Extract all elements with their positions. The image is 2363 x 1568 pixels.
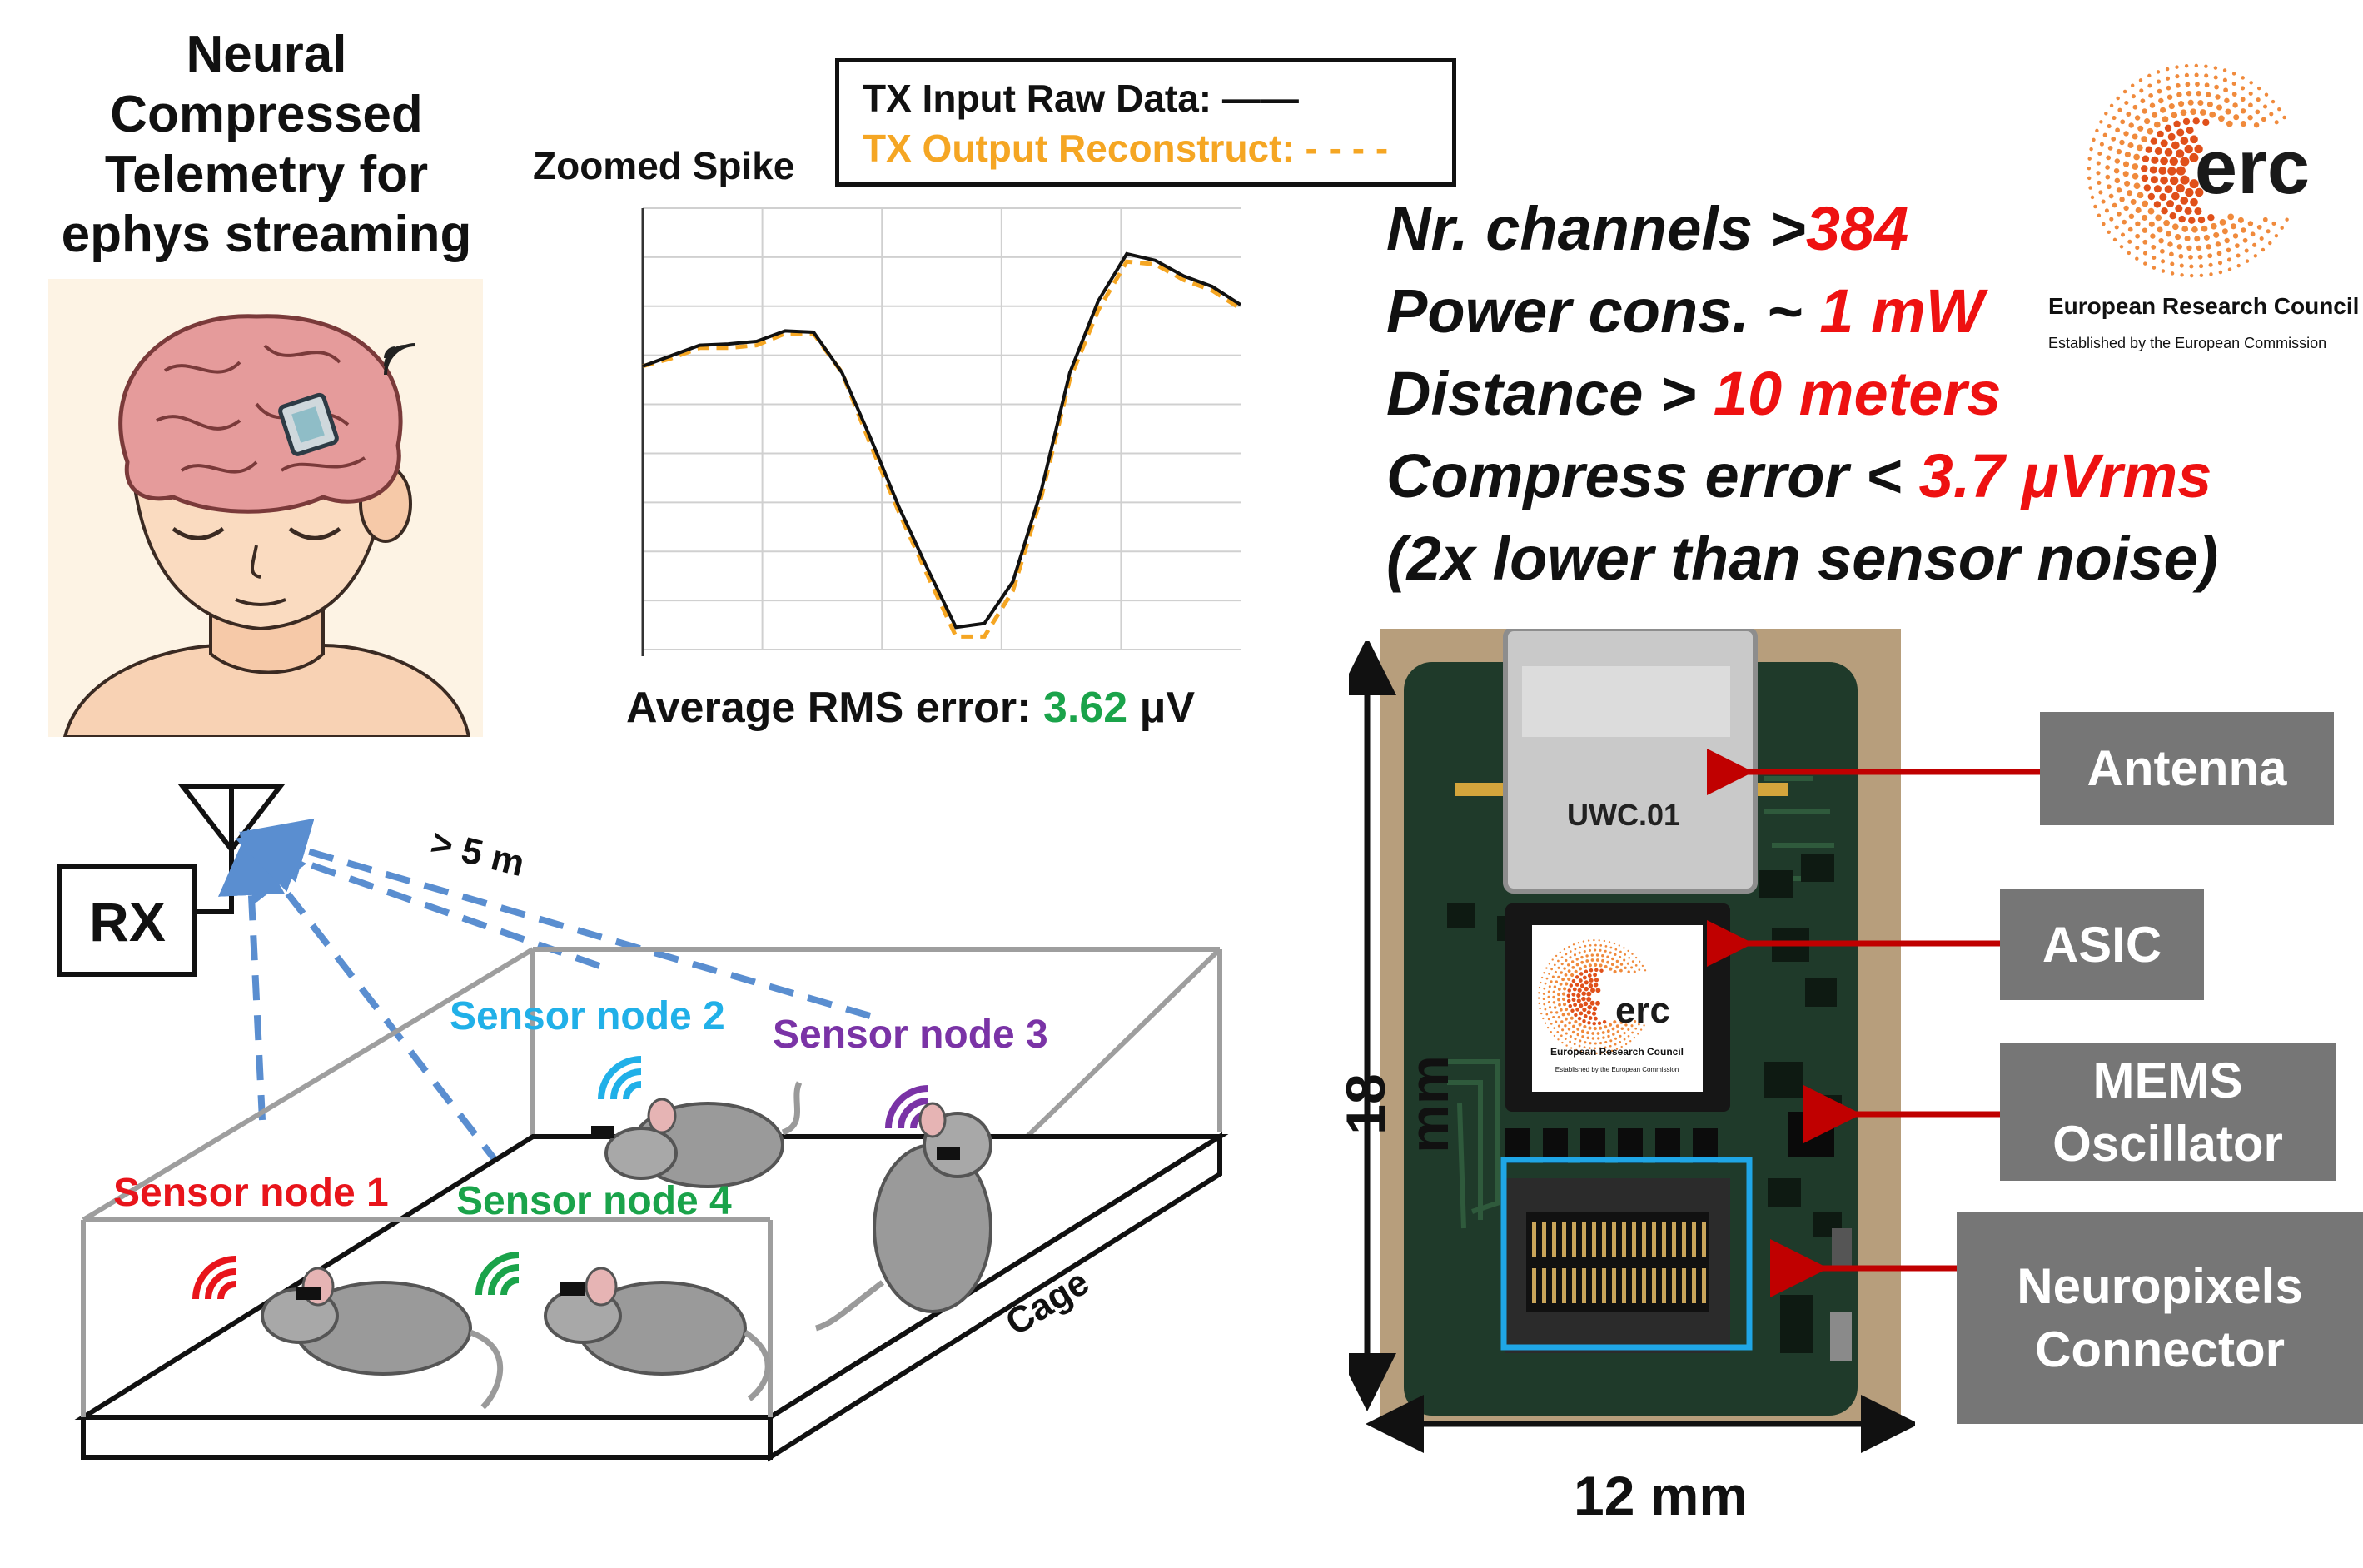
neuropixels-label-line2: Connector [2035,1321,2285,1377]
link-node-3 [241,818,872,1019]
antenna-chip-text: UWC.01 [1567,798,1680,832]
asic-logo-text: erc [1615,990,1670,1031]
height-label: 18 mm [1335,1055,1460,1153]
cage-front [81,1217,773,1417]
rx-box [57,864,197,977]
mouse-1-icon [261,1267,504,1410]
neuropixels-label: Neuropixels Connector [1957,1212,2363,1424]
node-4-wave-icon [475,1252,520,1296]
title-line-2: Compressed [110,86,423,143]
asic-label: ASIC [2000,889,2204,1000]
spec-power: Power cons. ~ 1 mW [1386,276,1984,346]
chart-title: Zoomed Spike [533,144,795,187]
spec-channels: Nr. channels >384 [1386,194,1909,263]
chart-legend: TX Input Raw Data: —— TX Output Reconstr… [835,58,1456,187]
rms-unit: μV [1139,684,1196,732]
legend-raw: TX Input Raw Data: —— [863,77,1299,120]
erc-logo-text: erc [2195,125,2310,210]
mouse-2-icon [591,1081,803,1188]
brain-icon [118,314,403,514]
spec-distance: Distance > 10 meters [1386,359,2002,428]
series-reconstruct-line [642,259,1242,639]
rms-value: 3.62 [1042,684,1128,732]
link-node-2 [235,829,601,969]
erc-subtitle: Established by the European Commission [2048,335,2327,351]
rms-error-text: Average RMS error: 3.62 μV [626,683,1195,733]
asic-logo-name: European Research Council [1550,1046,1684,1058]
title-line-3: Telemetry for [104,146,429,203]
antenna-label: Antenna [2040,712,2334,825]
legend-reconstruct: TX Output Reconstruct: - - - - [863,127,1389,170]
title-line-4: ephys streaming [61,206,472,263]
mouse-4-icon [544,1267,771,1401]
spec-compress-error: Compress error < 3.7 μVrms [1386,441,2212,510]
erc-name: European Research Council [2048,293,2360,319]
title-line-1: Neural [186,26,347,83]
mems-label: MEMS Oscillator [2000,1043,2336,1181]
asic-logo-sub: Established by the European Commission [1555,1066,1679,1073]
dimension-arrows [1349,641,1915,1453]
connector-highlight-box [1500,1157,1753,1351]
erc-logo: erc [2087,63,2310,278]
mems-label-line1: MEMS [2092,1052,2243,1108]
pcb-board-photo: UWC.01 erc European Research Council Est… [1380,629,1901,1421]
spike-chart [641,207,1242,656]
sensor-node-3-label: Sensor node 3 [773,1013,1048,1057]
series-raw-line [642,251,1242,630]
rx-label: RX [89,891,166,953]
page-title: Neural Compressed Telemetry for ephys st… [17,25,516,265]
width-label: 12 mm [1574,1465,1749,1526]
head-illustration [48,279,483,737]
sensor-node-4-label: Sensor node 4 [456,1179,732,1223]
mems-label-line2: Oscillator [2052,1115,2283,1172]
node-2-wave-icon [598,1056,642,1100]
callout-arrows [1707,743,2040,1297]
node-1-wave-icon [192,1256,236,1300]
experiment-setup: RX > 5 m Cage [57,784,1229,1462]
rms-label: Average RMS error: [626,684,1032,732]
specs-list: Nr. channels >384 Power cons. ~ 1 mW Dis… [1386,187,2218,600]
sensor-node-1-label: Sensor node 1 [113,1171,389,1215]
link-node-4 [239,831,503,1168]
link-node-1 [217,829,285,1121]
neuropixels-label-line1: Neuropixels [2017,1257,2303,1314]
distance-label: > 5 m [427,822,529,884]
sensor-node-2-label: Sensor node 2 [450,994,725,1038]
mouse-3-icon [814,1102,992,1332]
spec-note: (2x lower than sensor noise) [1386,524,2219,593]
